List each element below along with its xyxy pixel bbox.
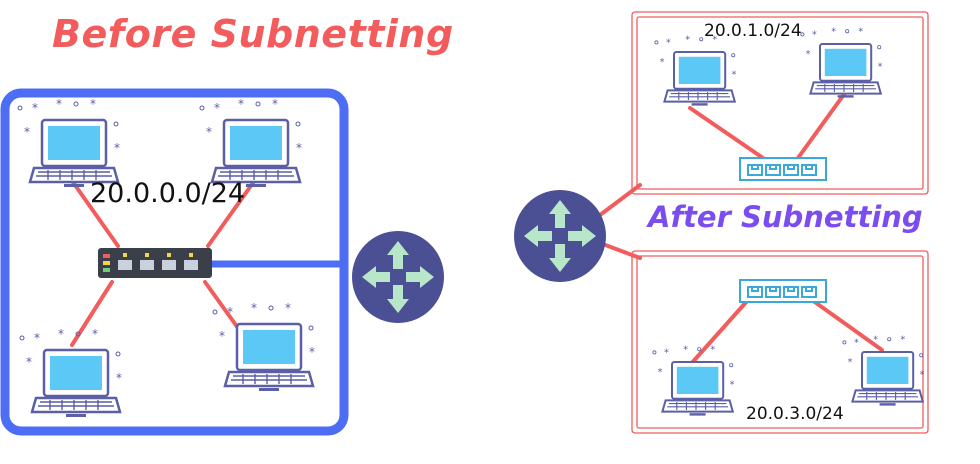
laptop-icon xyxy=(211,299,317,393)
network-switch-icon xyxy=(739,157,827,181)
laptop-icon xyxy=(198,95,304,189)
router-icon xyxy=(352,231,444,323)
subnet-a-boundary xyxy=(631,11,929,195)
subnet-b-address: 20.0.3.0/24 xyxy=(746,404,844,424)
link xyxy=(810,298,884,352)
after-title: After Subnetting xyxy=(648,200,923,234)
laptop-icon xyxy=(18,325,124,419)
laptop-icon xyxy=(16,95,122,189)
network-switch-icon xyxy=(739,279,827,303)
link xyxy=(796,84,852,160)
laptop-icon xyxy=(653,33,738,107)
laptop-icon xyxy=(799,25,884,99)
network-address-before: 20.0.0.0/24 xyxy=(90,178,246,209)
before-switch xyxy=(98,248,212,278)
subnet-b-boundary xyxy=(631,250,929,434)
after-links xyxy=(598,84,884,367)
laptop-icon xyxy=(841,333,926,407)
link xyxy=(688,298,750,367)
link xyxy=(68,176,120,248)
router-icon xyxy=(514,190,606,282)
link xyxy=(203,280,240,330)
laptop-icon xyxy=(651,343,736,417)
subnet-a-address: 20.0.1.0/24 xyxy=(704,21,802,41)
link xyxy=(598,183,642,217)
link xyxy=(688,106,765,160)
link xyxy=(206,178,257,248)
link xyxy=(70,280,114,347)
before-links xyxy=(68,176,257,347)
before-title: Before Subnetting xyxy=(52,12,454,56)
link xyxy=(598,241,642,260)
